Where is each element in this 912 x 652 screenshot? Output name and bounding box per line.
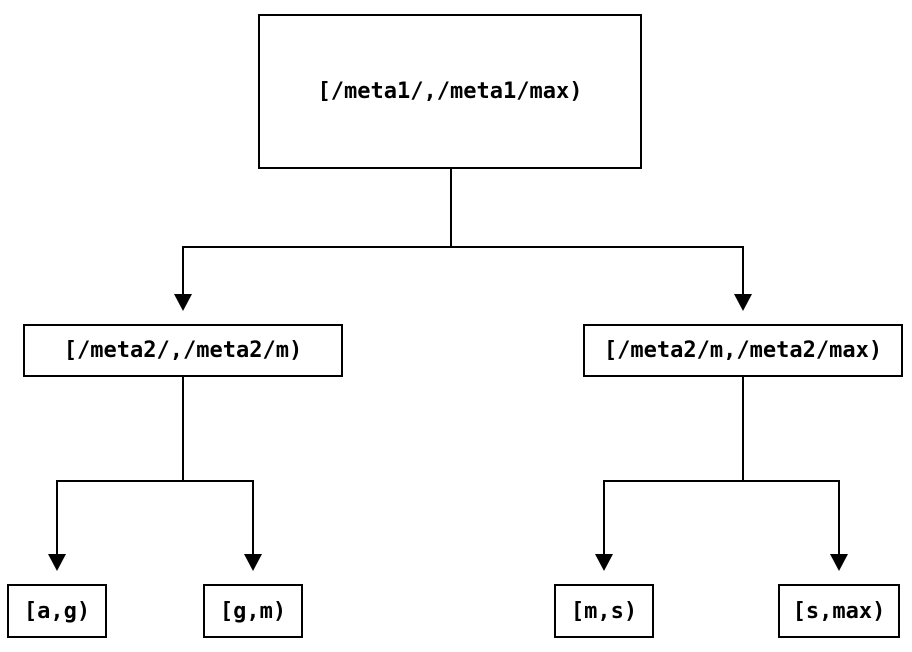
node-leaf-smax-label: [s,max): [792, 598, 886, 624]
node-root-label: [/meta1/,/meta1/max): [317, 79, 583, 104]
arrowhead-left-mid: [174, 294, 192, 311]
arrowhead-right-mid: [734, 294, 752, 311]
connector-root-to-right: [734, 246, 752, 311]
connector-left-split: [57, 377, 253, 482]
node-leaf-ms-label: [m,s): [570, 598, 638, 624]
connector-left-to-leaf-gm: [244, 480, 262, 571]
node-leaf-ag: [a,g): [7, 584, 107, 638]
node-root: [/meta1/,/meta1/max): [258, 14, 642, 169]
arrowhead-leaf-gm: [244, 554, 262, 571]
node-meta2-lower: [/meta2/,/meta2/m): [23, 324, 343, 377]
node-meta2-lower-label: [/meta2/,/meta2/m): [63, 338, 303, 363]
arrowhead-leaf-ms: [595, 554, 613, 571]
arrowhead-leaf-smax: [830, 554, 848, 571]
node-leaf-smax: [s,max): [778, 584, 900, 638]
connector-right-to-leaf-ms: [595, 480, 613, 571]
node-leaf-ag-label: [a,g): [23, 598, 91, 624]
arrowhead-leaf-ag: [48, 554, 66, 571]
node-meta2-upper-label: [/meta2/m,/meta2/max): [603, 338, 883, 363]
connector-right-split: [604, 377, 839, 482]
connector-root-to-left: [174, 246, 192, 311]
connector-root-split: [183, 169, 743, 248]
connector-left-to-leaf-ag: [48, 480, 66, 571]
node-leaf-ms: [m,s): [554, 584, 654, 638]
node-leaf-gm-label: [g,m): [219, 598, 287, 624]
node-leaf-gm: [g,m): [203, 584, 303, 638]
node-meta2-upper: [/meta2/m,/meta2/max): [583, 324, 903, 377]
connector-right-to-leaf-smax: [830, 480, 848, 571]
